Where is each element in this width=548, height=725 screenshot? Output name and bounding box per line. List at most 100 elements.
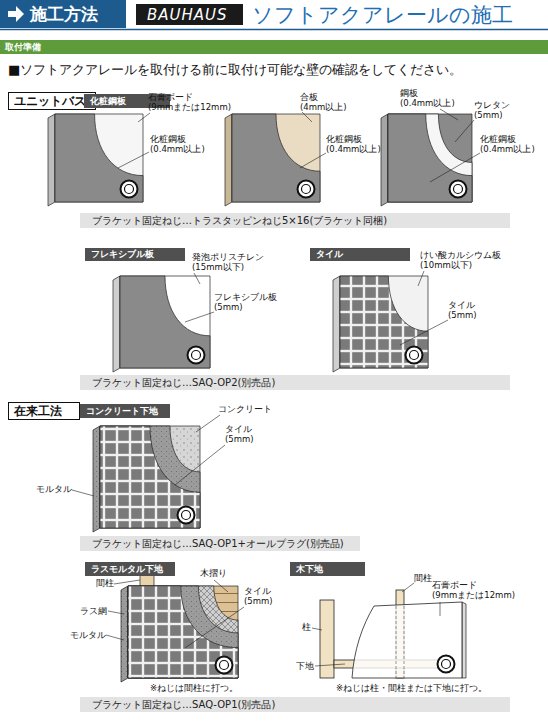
material-label: タイル (5mm): [244, 586, 273, 606]
wall-section: [93, 426, 200, 532]
material-label: 化粧鋼板 (0.4mm以上): [480, 134, 535, 154]
material-label: ラス網: [80, 606, 107, 616]
wall-type-tag: コンクリート下地: [80, 404, 170, 418]
leader-line: [302, 112, 312, 122]
wall-layer: [128, 586, 238, 678]
material-label: 木摺り: [200, 568, 227, 578]
wall-layer: [128, 586, 238, 678]
note-text: ※ねじは柱・間柱または下地に打つ。: [336, 683, 487, 693]
leader-line: [194, 273, 200, 284]
leader-line: [185, 312, 214, 322]
leader-line: [106, 635, 124, 640]
material-label: モルタル: [36, 484, 72, 494]
wall-section: [333, 276, 428, 372]
screw-hole-icon: [298, 181, 315, 198]
wall-layer: [55, 114, 143, 202]
material-label: けい酸カルシウム板 (10mm以下): [420, 250, 501, 270]
material-label: 化粧鋼板 (0.4mm以上): [150, 134, 205, 154]
leader-line: [108, 611, 124, 614]
node-text: 施工方法: [30, 3, 98, 26]
screw-hole-icon: [178, 507, 195, 524]
section-band: 取付準備: [0, 40, 548, 54]
wall-layer: [128, 586, 238, 678]
wall-layer: [55, 114, 143, 202]
post: [320, 600, 334, 678]
screw-hole-icon: [182, 511, 191, 520]
material-label: ウレタン (5mm): [474, 100, 510, 120]
leader-line: [138, 113, 150, 122]
screw-note-band: ブラケット固定ねじ…トラスタッピンねじ5×16(ブラケット同梱): [80, 213, 510, 228]
wall-section: [381, 114, 472, 206]
leader-line: [455, 120, 474, 142]
material-label: 鋼板 (0.4mm以上): [400, 88, 455, 108]
leader-line: [440, 602, 441, 616]
wall-type-tag: タイル: [310, 248, 410, 261]
wall-layer: [128, 586, 238, 678]
leader-line: [312, 628, 322, 630]
leader-line: [72, 490, 94, 496]
wall-section: [113, 276, 210, 372]
screw-hole-icon: [302, 185, 311, 194]
screw-note-band: ブラケット固定ねじ…SAQ-OP2(別売品): [80, 375, 510, 390]
leader-line: [315, 664, 345, 666]
screw-note-band: ブラケット固定ねじ…SAQ-OP1(別売品): [80, 697, 510, 712]
node-text: ブラケット固定ねじ…SAQ-OP1+オールプラグ(別売品): [92, 537, 344, 551]
node-text: ブラケット固定ねじ…SAQ-OP1(別売品): [92, 698, 275, 712]
leader-line: [175, 445, 225, 485]
leader-line: [196, 415, 220, 432]
node-text: 木下地: [296, 563, 323, 576]
wall-layer: [388, 114, 472, 202]
material-label: 石膏ボード (9mmまたは12mm): [148, 92, 231, 112]
leader-line: [118, 152, 149, 168]
material-label: タイル (5mm): [448, 300, 477, 320]
wall-section: [48, 114, 143, 206]
screw-hole-icon: [192, 351, 201, 360]
screw-hole-icon: [220, 661, 229, 670]
wall-type-tag: 木下地: [290, 562, 365, 576]
wall-layer: [232, 114, 320, 202]
wall-edge: [48, 114, 55, 206]
wall-edge: [381, 114, 388, 206]
screw-hole-icon: [121, 181, 138, 198]
wall-layer: [120, 276, 210, 368]
leader-line: [300, 153, 326, 168]
board-edge: [462, 602, 466, 678]
wall-layer: [340, 276, 428, 368]
material-label: 間柱: [96, 578, 114, 588]
material-label: フレキシブル板 (5mm): [214, 292, 277, 312]
node-text: 取付準備: [5, 41, 41, 54]
wall-section: [121, 586, 238, 682]
node-text: ラスモルタル下地: [91, 563, 163, 576]
wood-frame: [320, 590, 466, 678]
leader-line: [440, 109, 458, 120]
category-box: 在来工法: [8, 402, 80, 420]
section-badge: 施工方法: [0, 0, 126, 28]
node-text: 化粧鋼板: [90, 95, 126, 108]
screw-hole-icon: [442, 660, 451, 669]
leader-line: [402, 583, 414, 592]
leader-line: [185, 607, 244, 648]
wall-type-tag: ラスモルタル下地: [85, 562, 175, 576]
wall-layer: [120, 276, 210, 368]
note-text: ※ねじは間柱に打つ。: [150, 683, 238, 693]
wall-layer: [340, 276, 428, 368]
wall-edge: [225, 114, 232, 206]
node-text: フレキシブル板: [91, 248, 154, 261]
material-label: 発泡ポリスチレン (15mm以下): [192, 252, 264, 272]
material-label: タイル (5mm): [225, 424, 254, 444]
instruction-text: ■ソフトアクアレールを取付ける前に取付け可能な壁の確認をしてください。: [8, 62, 462, 78]
leader-line: [114, 580, 140, 584]
hidden-line: [396, 606, 404, 678]
material-label: 間柱: [414, 573, 432, 583]
screw-hole-icon: [450, 181, 467, 198]
material-label: 石膏ボード (9mmまたは12mm): [432, 580, 515, 600]
material-label: 合板 (4mm以上): [300, 92, 347, 112]
screw-hole-icon: [406, 347, 423, 364]
leader-line: [430, 153, 480, 182]
wall-type-tag: フレキシブル板: [85, 248, 185, 261]
arrow-icon: [5, 3, 27, 25]
wall-layer: [232, 114, 320, 202]
wall-edge: [333, 276, 340, 372]
brand-logo: BAUHAUS: [136, 4, 243, 25]
